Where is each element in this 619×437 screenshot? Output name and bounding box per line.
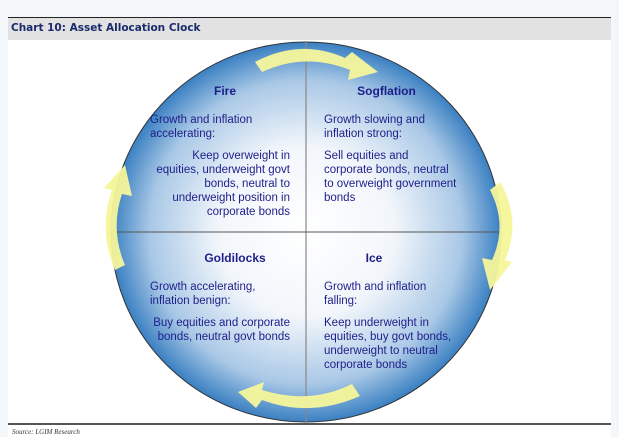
goldilocks-heading: Goldilocks <box>204 251 266 265</box>
quadrant-sogflation: Sogflation Growth slowing and inflation … <box>324 84 459 205</box>
ice-heading: Ice <box>365 251 383 265</box>
goldilocks-action: Buy equities and corporate bonds, neutra… <box>153 317 290 343</box>
quadrant-goldilocks: Goldilocks Growth accelerating, inflatio… <box>150 251 290 344</box>
bottom-rule <box>8 423 611 425</box>
sogflation-condition: Growth slowing and inflation strong: <box>324 114 425 140</box>
arrow-right-icon <box>482 182 513 290</box>
chart-title: Chart 10: Asset Allocation Clock <box>11 22 201 34</box>
fire-action: Keep overweight in equities, underweight… <box>156 150 290 218</box>
arrow-top-icon <box>255 48 378 80</box>
sogflation-heading: Sogflation <box>357 84 416 98</box>
ice-action: Keep underweight in equities, buy govt b… <box>324 317 452 371</box>
fire-condition: Growth and inflation accelerating: <box>150 114 253 140</box>
goldilocks-condition: Growth accelerating, inflation benign: <box>150 281 256 307</box>
title-bar: Chart 10: Asset Allocation Clock <box>8 18 611 40</box>
quadrant-fire: Fire Growth and inflation accelerating: … <box>150 84 290 219</box>
arrow-left-icon <box>104 165 132 270</box>
ice-condition: Growth and inflation falling: <box>324 281 427 307</box>
fire-heading: Fire <box>213 84 236 98</box>
sogflation-action: Sell equities and corporate bonds, neutr… <box>324 150 457 204</box>
source-note: Source: LGIM Research <box>12 428 80 436</box>
top-rule <box>8 17 611 18</box>
quadrant-ice: Ice Growth and inflation falling: Keep u… <box>324 251 454 372</box>
arrow-bottom-icon <box>238 382 360 409</box>
